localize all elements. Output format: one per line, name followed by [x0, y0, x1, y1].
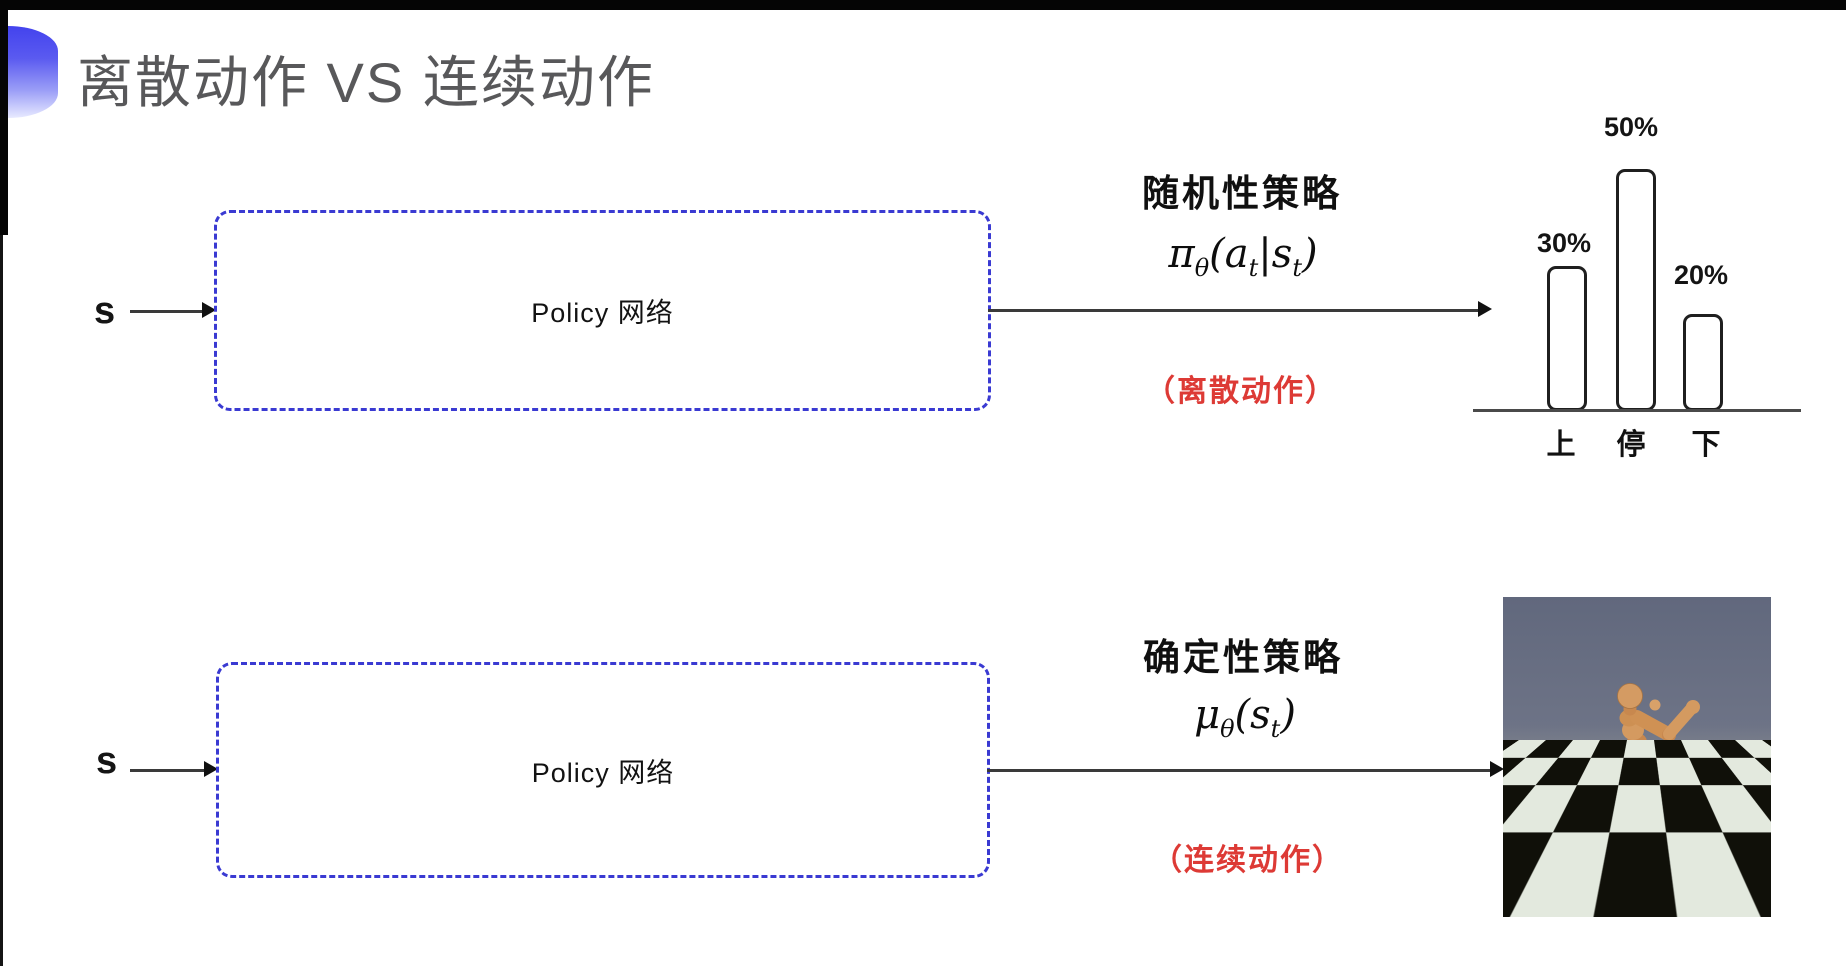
bar-stop: [1616, 169, 1656, 411]
formula-mu-sub: θ: [1220, 715, 1235, 743]
chart-baseline: [1473, 409, 1801, 412]
bar-down: [1683, 314, 1723, 411]
formula-open-paren: (: [1234, 692, 1251, 738]
humanoid-simulation-image: [1503, 597, 1771, 917]
page-title: 离散动作 VS 连续动作: [77, 51, 655, 114]
bar-category-label: 停: [1616, 429, 1646, 461]
humanoid-robot-figure: [1585, 683, 1700, 917]
formula-arg-s-sub: t: [1292, 254, 1302, 282]
top-input-state-label: s: [94, 290, 116, 332]
frame-left-corner: [0, 0, 8, 235]
frame-top-edge: [0, 0, 1846, 10]
formula-close-paren: ): [1301, 231, 1318, 277]
formula-open-paren: (: [1209, 231, 1225, 277]
top-output-arrow-head-icon: [1478, 301, 1492, 317]
bottom-output-arrow-line: [987, 769, 1490, 772]
deterministic-policy-formula: μθ(st): [1194, 692, 1296, 743]
formula-arg-a-sub: t: [1248, 254, 1259, 282]
bar-value-label: 50%: [1603, 112, 1659, 142]
bar-up: [1547, 266, 1587, 411]
top-input-arrow-line: [130, 310, 202, 313]
top-input-arrow-head-icon: [202, 302, 216, 318]
bottom-input-arrow-line: [130, 769, 204, 772]
formula-arg-s-sub: t: [1270, 715, 1281, 743]
formula-arg-s: s: [1271, 231, 1293, 277]
formula-pi-sub: θ: [1194, 254, 1210, 282]
stochastic-policy-title: 随机性策略: [1142, 173, 1342, 214]
bar-value-label: 30%: [1536, 228, 1592, 258]
formula-mu: μ: [1194, 692, 1221, 738]
formula-arg-s: s: [1250, 692, 1271, 738]
top-policy-box-label: Policy 网络: [531, 298, 674, 328]
bottom-policy-network-box: Policy 网络: [216, 662, 990, 878]
deterministic-policy-title: 确定性策略: [1143, 637, 1343, 678]
top-policy-network-box: Policy 网络: [214, 210, 991, 411]
bar-category-label: 上: [1546, 429, 1576, 461]
title-bullet-circle-icon: [8, 26, 58, 118]
formula-close-paren: ): [1280, 692, 1296, 738]
bar-category-label: 下: [1691, 429, 1721, 461]
discrete-action-note: （离散动作）: [1145, 375, 1337, 408]
formula-arg-a: a: [1224, 231, 1249, 277]
stochastic-policy-formula: πθ(at|st): [1168, 231, 1317, 282]
bottom-input-state-label: s: [96, 740, 118, 782]
top-output-arrow-line: [988, 309, 1478, 312]
formula-pipe: |: [1258, 231, 1272, 277]
frame-left-edge: [0, 0, 3, 966]
bar-value-label: 20%: [1673, 260, 1729, 290]
bottom-policy-box-label: Policy 网络: [531, 757, 675, 788]
bottom-output-arrow-head-icon: [1490, 761, 1504, 777]
continuous-action-note: （连续动作）: [1152, 844, 1344, 877]
formula-pi: π: [1168, 231, 1195, 277]
bottom-input-arrow-head-icon: [204, 761, 218, 777]
